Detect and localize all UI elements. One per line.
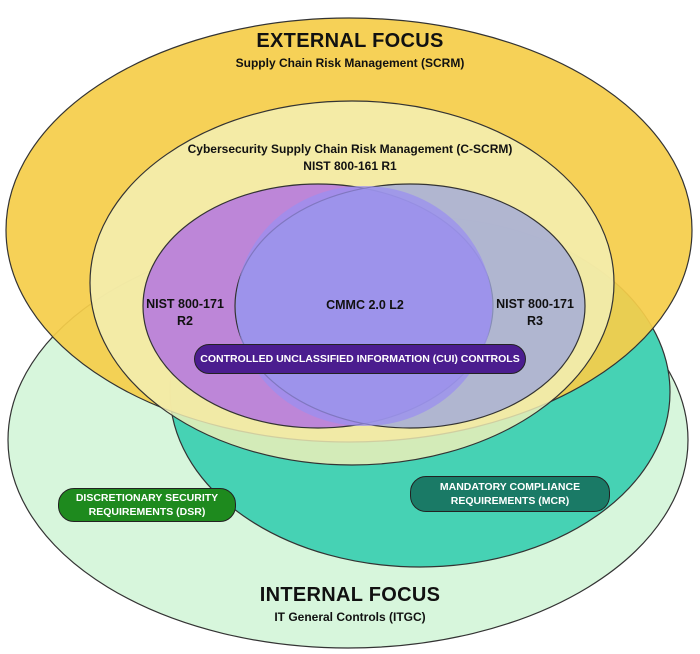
internal-focus-subtitle: IT General Controls (ITGC) xyxy=(274,610,426,624)
internal-focus-title: INTERNAL FOCUS xyxy=(259,584,441,606)
external-focus-title: EXTERNAL FOCUS xyxy=(256,30,444,52)
mcr-pill: MANDATORY COMPLIANCE REQUIREMENTS (MCR) xyxy=(410,476,610,512)
mcr-line1: MANDATORY COMPLIANCE xyxy=(439,480,581,493)
cscrm-label: Cybersecurity Supply Chain Risk Manageme… xyxy=(187,142,513,156)
mcr-line2: REQUIREMENTS (MCR) xyxy=(450,495,570,507)
nist-r3-label: NIST 800-171 R3 xyxy=(490,296,580,330)
cscrm-standard-label: NIST 800-161 R1 xyxy=(303,159,397,173)
external-focus-subtitle: Supply Chain Risk Management (SCRM) xyxy=(235,56,465,70)
nist-r2-label: NIST 800-171 R2 xyxy=(140,296,230,330)
dsr-line2: REQUIREMENTS (DSR) xyxy=(88,506,206,518)
cui-controls-pill: CONTROLLED UNCLASSIFIED INFORMATION (CUI… xyxy=(194,344,526,374)
nist-r3-line1: NIST 800-171 xyxy=(496,297,574,311)
nist-r2-line2: R2 xyxy=(177,314,193,328)
dsr-pill: DISCRETIONARY SECURITY REQUIREMENTS (DSR… xyxy=(58,488,236,522)
dsr-line1: DISCRETIONARY SECURITY xyxy=(75,491,219,504)
cmmc-label: CMMC 2.0 L2 xyxy=(326,298,404,312)
nist-r3-line2: R3 xyxy=(527,314,543,328)
nist-r2-line1: NIST 800-171 xyxy=(146,297,224,311)
